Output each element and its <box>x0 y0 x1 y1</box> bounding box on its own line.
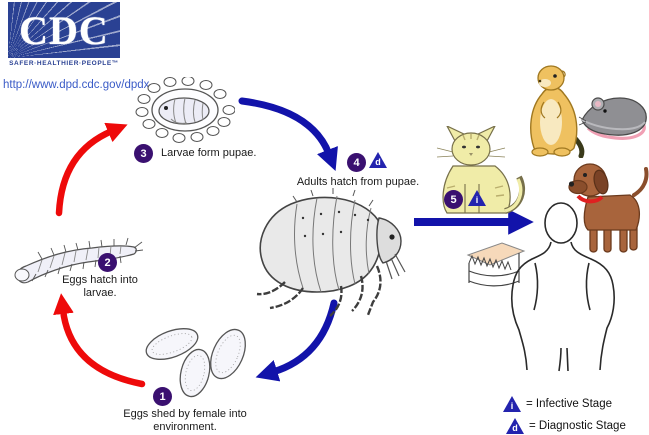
arrow-larvae-to-pupae <box>55 122 128 217</box>
prairie-dog-illustration <box>520 64 590 158</box>
infective-legend-label: = Infective Stage <box>526 398 612 410</box>
cdc-logo: CDC <box>8 2 120 58</box>
stage-5-badge: 5 <box>444 190 463 209</box>
adult-flea-illustration <box>253 188 415 320</box>
stage-4-label: Adults hatch from pupae. <box>296 176 420 188</box>
arrow-eggs-to-larvae <box>53 293 146 388</box>
rat-illustration <box>578 88 649 144</box>
cdc-tagline: SAFER·HEALTHIER·PEOPLE™ <box>9 60 119 67</box>
mattress-illustration <box>466 239 526 295</box>
infective-legend-letter: i <box>510 401 514 411</box>
flea-pupae-illustration <box>135 77 235 143</box>
arrow-pupae-to-adult <box>238 97 338 171</box>
dpdx-url-link[interactable]: http://www.dpd.cdc.gov/dpdx <box>3 79 150 91</box>
dog-illustration <box>568 155 649 255</box>
stage-1-number: 1 <box>159 390 166 403</box>
stage-5-number: 5 <box>450 193 457 206</box>
stage-1-label: Eggs shed by female into environment. <box>123 408 247 433</box>
stage-2-label: Eggs hatch into larvae. <box>62 274 138 299</box>
legend-diagnostic-row: d = Diagnostic Stage <box>506 418 626 434</box>
cdc-logo-text: CDC <box>19 7 109 53</box>
stage-4-number: 4 <box>353 156 360 169</box>
diagnostic-marker-letter: d <box>375 157 381 167</box>
stage-3-label: Larvae form pupae. <box>161 147 257 159</box>
infective-legend-icon: i <box>503 396 521 412</box>
stage-2-number: 2 <box>104 256 111 269</box>
stage-4-badge: 4 <box>347 153 366 172</box>
diagnostic-legend-letter: d <box>512 423 518 433</box>
diagnostic-legend-icon: d <box>506 418 524 434</box>
stage-2-badge: 2 <box>98 253 117 272</box>
legend-infective-row: i = Infective Stage <box>503 396 612 412</box>
human-silhouette <box>505 200 635 372</box>
stage-3-badge: 3 <box>134 144 153 163</box>
diagnostic-legend-label: = Diagnostic Stage <box>529 420 626 432</box>
stage-3-number: 3 <box>140 147 147 160</box>
infective-marker-letter: i <box>475 195 479 205</box>
flea-eggs-illustration <box>140 320 252 398</box>
stage-1-badge: 1 <box>153 387 172 406</box>
